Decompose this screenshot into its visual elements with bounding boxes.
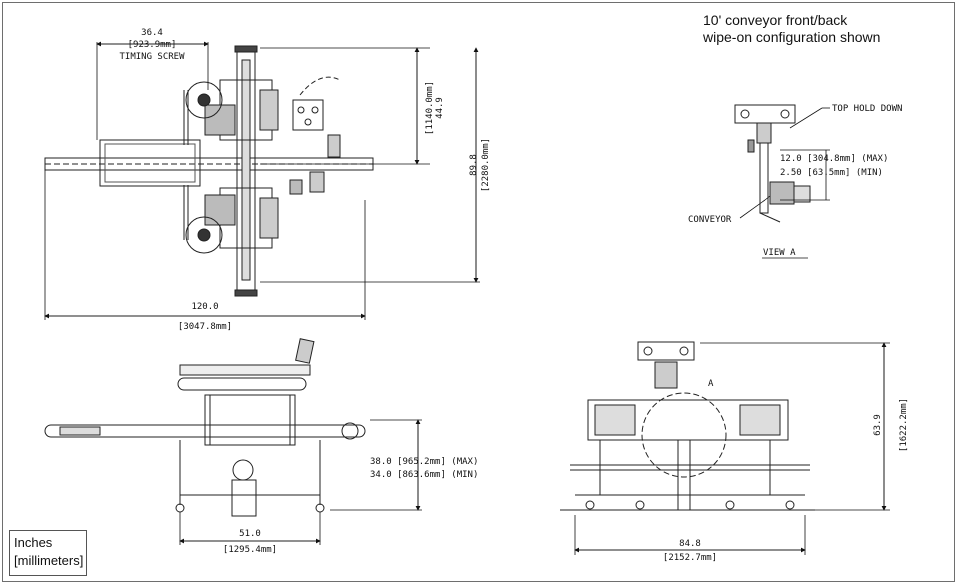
front-width-mm: [2152.7mm] xyxy=(663,553,717,563)
side-min-height: 34.0 [863.6mm] (MIN) xyxy=(370,470,478,480)
units-line1: Inches xyxy=(14,535,53,550)
view-a-min-height: 2.50 [63.5mm] (MIN) xyxy=(780,168,883,178)
timing-screw-mm: [923.9mm] xyxy=(128,40,177,50)
front-height-mm: [1622.2mm] xyxy=(899,398,909,452)
length-inches: 120.0 xyxy=(191,302,218,312)
units-legend: Inches [millimeters] xyxy=(9,530,87,576)
half-width-mm: [1140.0mm] xyxy=(425,81,435,135)
top-view-dimensions xyxy=(44,41,480,320)
view-a-title: VIEW A xyxy=(763,248,796,258)
top-hold-down-label: TOP HOLD DOWN xyxy=(832,104,902,114)
timing-screw-inches: 36.4 xyxy=(141,28,163,38)
configuration-note: 10' conveyor front/back wipe-on configur… xyxy=(703,12,880,46)
full-width-inches: 89.8 xyxy=(469,154,479,176)
side-max-height: 38.0 [965.2mm] (MAX) xyxy=(370,457,478,467)
configuration-note-line1: 10' conveyor front/back xyxy=(703,12,848,28)
length-mm: [3047.8mm] xyxy=(178,322,232,332)
front-width-inches: 84.8 xyxy=(679,539,701,549)
top-view xyxy=(44,45,374,297)
front-view xyxy=(560,341,815,511)
conveyor-label: CONVEYOR xyxy=(688,215,732,225)
view-a-callout: A xyxy=(708,379,714,389)
front-view-dimensions xyxy=(574,342,890,555)
side-view-dimensions xyxy=(179,419,422,545)
view-a-dimensions xyxy=(739,107,830,259)
half-width-inches: 44.9 xyxy=(435,97,445,119)
front-height-inches: 63.9 xyxy=(873,414,883,436)
view-a xyxy=(734,104,811,223)
units-line2: [millimeters] xyxy=(14,553,84,568)
side-base-mm: [1295.4mm] xyxy=(223,545,277,555)
configuration-note-line2: wipe-on configuration shown xyxy=(703,29,881,45)
side-base-inches: 51.0 xyxy=(239,529,261,539)
view-a-max-height: 12.0 [304.8mm] (MAX) xyxy=(780,154,888,164)
full-width-mm: [2280.0mm] xyxy=(481,138,491,192)
timing-screw-label: TIMING SCREW xyxy=(119,52,185,62)
side-view xyxy=(44,338,366,517)
